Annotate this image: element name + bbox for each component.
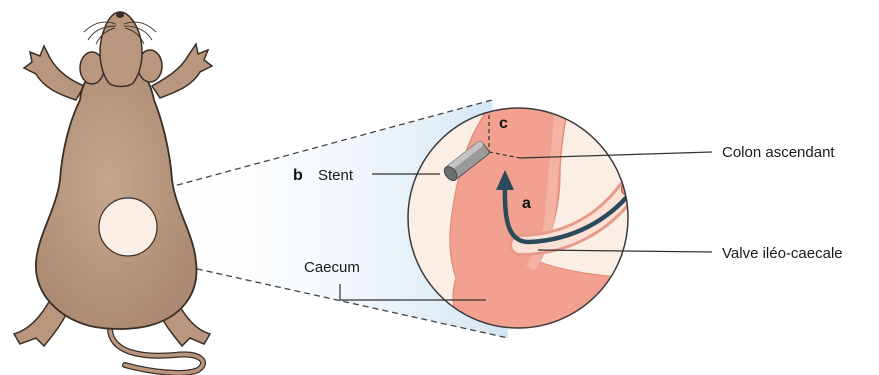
mouse-head (100, 12, 142, 87)
label-valve: Valve iléo-caecale (722, 245, 843, 262)
label-stent: Stent (318, 167, 354, 184)
label-colon-ascendant: Colon ascendant (722, 144, 835, 161)
label-caecum: Caecum (304, 259, 360, 276)
marker-a: a (522, 195, 531, 212)
marker-c: c (499, 115, 508, 132)
abdomen-incision (99, 198, 157, 256)
marker-b: b (293, 167, 303, 184)
mouse-left-arm (24, 46, 84, 100)
mouse-body (36, 62, 197, 329)
mouse-nose (116, 12, 124, 18)
